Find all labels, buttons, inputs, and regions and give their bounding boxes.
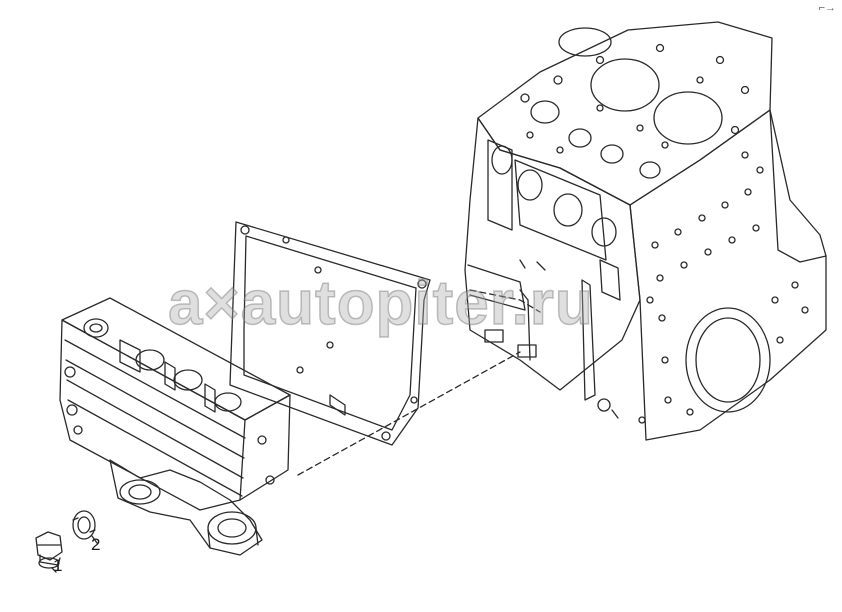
corner-mark: ⌐→ (818, 2, 836, 14)
engine-block (464, 21, 827, 441)
callout-2: 2 (91, 535, 101, 554)
oil-cooler-housing (59, 297, 291, 556)
drain-plug (35, 531, 63, 569)
leader-line (297, 351, 521, 476)
oil-cooler-gasket (229, 221, 431, 446)
leader-line-2 (91, 535, 98, 544)
leader-line-1 (51, 567, 57, 573)
callout-1: 1 (53, 556, 63, 575)
sealing-washer (72, 510, 96, 540)
